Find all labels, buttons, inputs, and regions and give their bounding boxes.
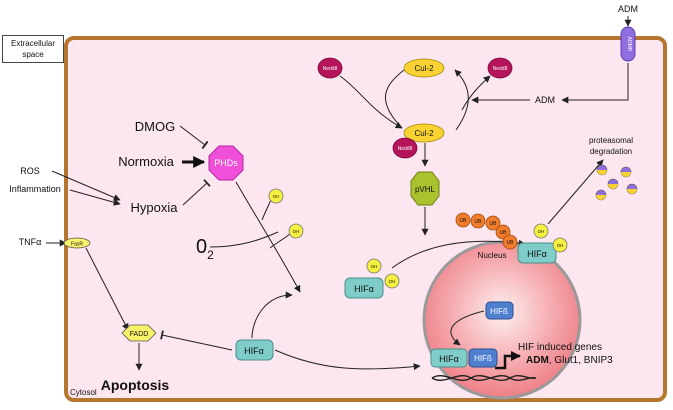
fasr-label: FasR [71, 242, 83, 248]
hifb-dimer-box [468, 348, 498, 368]
nedd8-top-left-label: Nedd8 [323, 66, 338, 72]
cul2-top-label: Cul-2 [414, 64, 434, 73]
hifa-to-nucleus-arrow [274, 349, 421, 371]
oh-label-b: OH [293, 229, 300, 234]
admr-receptor [620, 26, 636, 62]
hifb-to-dimer-arrow [450, 310, 485, 346]
hifa-inhibits-fadd [160, 330, 233, 351]
dmog-inhibits-phds [179, 125, 209, 150]
oh-line-2 [269, 233, 291, 249]
fadd-hexagon [121, 324, 157, 342]
ub-5 [502, 234, 518, 250]
degradation-label: degradation [590, 147, 632, 156]
cytosol-label: Cytosol [70, 388, 97, 397]
ub-4-label: UB [500, 230, 508, 236]
fadd-label: FADD [130, 331, 149, 338]
hifa-to-hydroxylated-arrow [251, 291, 293, 339]
fragment-5-half [596, 195, 606, 200]
oh-label-d: OH [389, 279, 396, 284]
ub-2 [470, 213, 486, 229]
oh-bubble-c [366, 258, 382, 274]
oh-label-f: OH [557, 243, 564, 248]
cul2-bottom-label: Cul-2 [414, 129, 434, 138]
cul2-bottom [403, 123, 445, 143]
hifa-dimer-box [430, 348, 468, 368]
phds-octagon [208, 145, 244, 181]
tnfa-label: TNFα [19, 237, 42, 247]
adm-top-label: ADM [618, 4, 638, 14]
hifa-ub-box [517, 242, 557, 264]
proteasomal-label: proteasomal [589, 136, 633, 145]
oh-bubble-b [288, 223, 304, 239]
admr-label: ADMR [626, 37, 632, 52]
admr-signal-arrow [561, 63, 629, 104]
oh-bubble-d [384, 273, 400, 289]
extracellular-space-box: Extracellular space [2, 35, 64, 63]
hifa-ub-label: HIFα [527, 249, 547, 259]
ub-3 [485, 215, 501, 231]
oh-label-e: OH [538, 229, 545, 234]
phds-to-hifa-arrow [235, 181, 301, 293]
dmog-label: DMOG [135, 119, 175, 134]
oh-bubble-a [268, 188, 284, 204]
hifb-dimer-label: HIFß [474, 354, 492, 363]
inflammation-to-hypoxia-arrow [69, 189, 121, 206]
fragment-4-half [627, 189, 637, 194]
nedd8-release-arrow [461, 75, 491, 111]
fragment-3-half [608, 184, 618, 189]
hifa-hydroxylated-box [344, 277, 384, 299]
hypoxia-label: Hypoxia [131, 200, 179, 215]
oh-label-c: OH [371, 264, 378, 269]
inflammation-label: Inflammation [9, 184, 61, 194]
pvhl-label: pVHL [415, 185, 436, 194]
nedd8-bottom [392, 137, 418, 159]
apoptosis-label: Apoptosis [101, 377, 170, 393]
fragment-2-half [621, 172, 631, 177]
o2-line [209, 231, 279, 248]
pvhl-octagon [410, 171, 440, 206]
oh-bubble-e [533, 223, 549, 239]
nedd8-joins-cul2-arrow [339, 75, 403, 129]
cul2-cycle-left [385, 69, 405, 129]
nucleus [422, 240, 582, 400]
hifb-free-label: HIFß [490, 307, 508, 316]
o2-label: 02 [196, 236, 214, 262]
ub-1 [455, 212, 471, 228]
hifb-free-box [485, 301, 514, 320]
nedd8-bottom-label: Nedd8 [398, 146, 413, 152]
cul2-top [403, 58, 445, 78]
hifa-dimer-label: HIFα [439, 354, 459, 364]
ub-2-label: UB [475, 219, 483, 225]
ub-5-label: UB [507, 240, 515, 246]
adm-mid-label: ADM [535, 95, 555, 105]
fasr-to-fadd-arrow [85, 247, 129, 331]
hifa-cytosol-box [235, 339, 274, 361]
dna-strand-2 [431, 375, 537, 381]
hifa-to-degradation-arrow [547, 159, 604, 225]
nucleus-label: Nucleus [478, 251, 507, 260]
ros-to-hypoxia-arrow [51, 170, 121, 201]
nedd8-top-left [317, 57, 343, 79]
ros-label: ROS [20, 166, 40, 176]
nedd8-top-right [487, 57, 513, 79]
hypoxia-inhibits-phds [182, 179, 211, 206]
dna-helix [431, 375, 537, 381]
degradation-fragments [595, 164, 638, 201]
genes-title: HIF induced genes [518, 342, 602, 353]
hifa-cytosol-label: HIFα [244, 346, 264, 356]
genes-list: ADM, Glut1, BNIP3 [526, 355, 613, 366]
oh-bubble-f [552, 237, 568, 253]
phds-label: PHDs [214, 158, 238, 168]
oh-label-a: OH [273, 194, 280, 199]
ub-3-label: UB [490, 221, 498, 227]
fasr-receptor [63, 237, 91, 249]
hifa-hydroxylated-label: HIFα [354, 284, 374, 294]
fragment-1-half [597, 170, 607, 175]
extracellular-space-label: Extracellular space [10, 39, 55, 59]
nedd8-top-right-label: Nedd8 [493, 66, 508, 72]
normoxia-label: Normoxia [118, 154, 174, 169]
ub-1-label: UB [460, 218, 468, 224]
transcription-arrow [495, 351, 521, 370]
